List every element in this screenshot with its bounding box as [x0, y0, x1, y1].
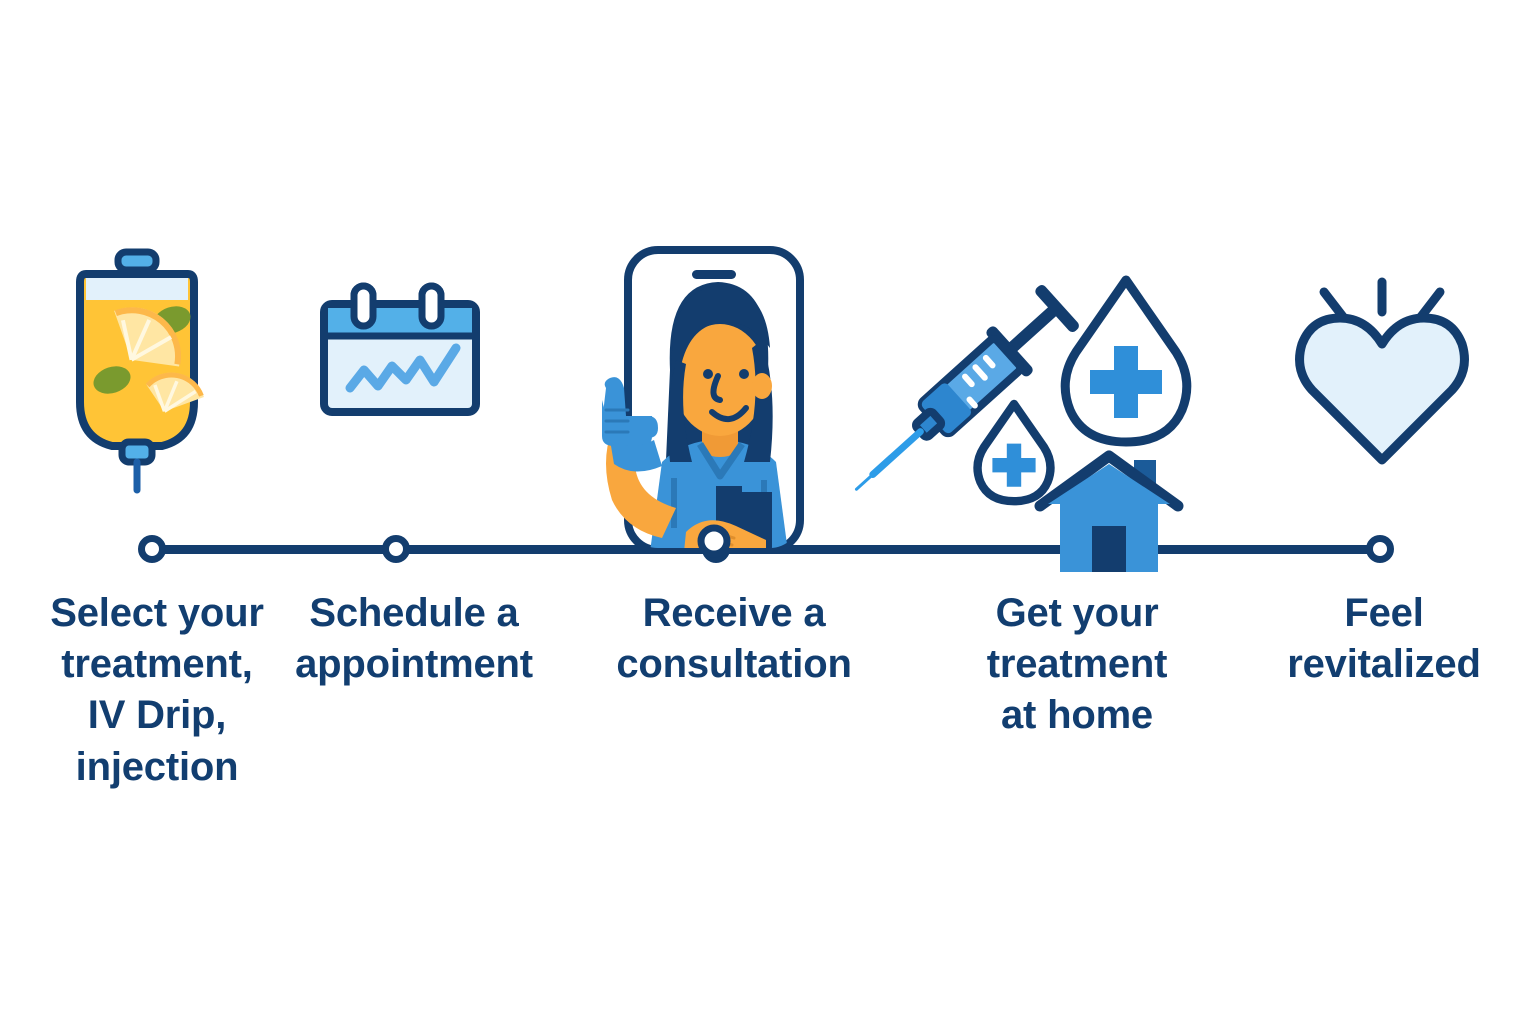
step-label-2: Schedule a appointment — [295, 591, 533, 687]
iv-drip-bag-icon — [72, 248, 204, 494]
timeline-node-5[interactable] — [1366, 535, 1394, 563]
syringe-droplets-house-icon — [854, 272, 1196, 572]
step-label-3: Receive a consultation — [616, 591, 852, 687]
step-label-1: Select your treatment, IV Drip, injectio… — [50, 591, 264, 789]
timeline-node-2[interactable] — [382, 535, 410, 563]
step-label-4: Get your treatment at home — [986, 591, 1168, 738]
heart-icon — [1295, 277, 1469, 470]
phone-nurse-consultation-icon — [566, 240, 826, 558]
step-label-5: Feel revitalized — [1287, 591, 1481, 687]
calendar-chart-icon — [316, 282, 486, 418]
timeline-node-1[interactable] — [138, 535, 166, 563]
